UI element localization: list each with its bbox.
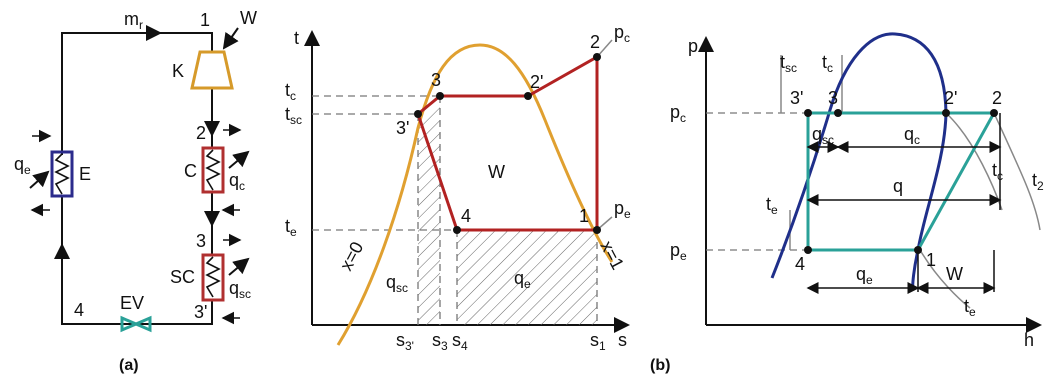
panel-a-schematic: mr 1 W K 2 C qc 3 SC qsc 3' 4 EV E qe (a… <box>14 8 257 374</box>
subcooler-coil <box>205 256 221 298</box>
evaporator-box <box>50 150 74 198</box>
loop-line <box>61 32 213 155</box>
ph-point-4-label: 4 <box>795 254 805 274</box>
s3-tick-label: s3 <box>432 330 448 353</box>
subcooler-label: SC <box>170 267 195 287</box>
ph-point-3p-label: 3' <box>790 88 803 108</box>
ts-cycle <box>416 54 599 232</box>
expansion-valve-symbol <box>120 315 140 333</box>
ts-guides <box>312 95 598 325</box>
te-label: te <box>285 216 297 239</box>
q-dim-label: q <box>893 176 903 196</box>
area-qe-label: qe <box>514 268 531 291</box>
area-qe <box>457 230 597 325</box>
ph-point-3-label: 3 <box>828 88 838 108</box>
point-3-label: 3 <box>196 231 206 251</box>
s1-tick-label: s1 <box>590 330 606 353</box>
pe-isobar-label: pe <box>614 198 631 221</box>
panel-ph-diagram: p h pc pe 3' 3 2' 2 4 1 tsc tc te tc t2 … <box>670 32 1044 350</box>
ph-y-axis-label: p <box>688 36 698 56</box>
subcooler-box <box>201 253 225 302</box>
te-bottom-isotherm-label: te <box>964 296 976 319</box>
ts-point-2p-label: 2' <box>530 72 543 92</box>
ph-guides <box>706 112 808 251</box>
evaporator-label: E <box>79 164 91 184</box>
condenser-box <box>201 146 225 194</box>
pc-isobar-label: pc <box>614 22 630 45</box>
ph-x-axis-label: h <box>1024 330 1034 350</box>
expansion-valve-symbol-2 <box>132 315 152 333</box>
ts-y-axis-label: t <box>294 28 299 48</box>
panel-ts-diagram: t s tc tsc te 3 3' 2' 2 4 1 pc pe W x=0 … <box>285 22 670 374</box>
caption-a: (a) <box>119 357 139 374</box>
qe-dim-label: qe <box>856 264 873 287</box>
tsc-label: tsc <box>285 104 302 127</box>
subcooler-heat-label: qsc <box>229 278 251 301</box>
compressor-symbol <box>190 50 234 90</box>
tsc-isotherm-label: tsc <box>780 52 797 75</box>
work-arrow <box>222 27 239 50</box>
ts-points <box>414 53 601 234</box>
qc-dim-label: qc <box>904 124 920 147</box>
compressor-label: K <box>172 61 184 81</box>
ts-point-1-label: 1 <box>579 206 589 226</box>
caption-b: (b) <box>650 357 670 374</box>
ph-point-2-label: 2 <box>992 88 1002 108</box>
evaporator-heat-label: qe <box>14 154 31 177</box>
point-1-label: 1 <box>200 10 210 30</box>
point-2-label: 2 <box>196 123 206 143</box>
ts-saturation-dome <box>336 43 614 346</box>
point-4-label: 4 <box>74 300 84 320</box>
ph-point-2p-label: 2' <box>944 88 957 108</box>
point-3p-label: 3' <box>194 302 207 322</box>
area-w-label: W <box>488 162 505 182</box>
tc-label: tc <box>285 80 296 103</box>
condenser-label: C <box>184 161 197 181</box>
w-dim-label: W <box>946 264 963 284</box>
condenser-heat-arrow <box>228 150 250 169</box>
te-isotherm-label: te <box>766 194 778 217</box>
condenser-coil <box>205 149 221 191</box>
ts-x-axis-label: s <box>618 330 627 350</box>
subcooler-heat-arrow <box>228 257 250 276</box>
ph-dimensions <box>806 113 1002 294</box>
s3p-tick-label: s3' <box>396 330 414 353</box>
ph-pe-label: pe <box>670 240 687 263</box>
qsc-dim-label: qsc <box>812 124 834 147</box>
ph-pc-label: pc <box>670 102 686 125</box>
ph-point-1-label: 1 <box>926 250 936 270</box>
mass-flow-label: mr <box>124 9 143 32</box>
tc-right-isotherm-label: tc <box>992 160 1003 183</box>
ts-point-3p-label: 3' <box>396 118 409 138</box>
tc-isotherm-label: tc <box>822 52 833 75</box>
ts-point-3-label: 3 <box>431 70 441 90</box>
condenser-heat-label: qc <box>229 170 245 193</box>
ts-point-4-label: 4 <box>461 206 471 226</box>
evaporator-heat-arrow <box>29 170 50 189</box>
s4-tick-label: s4 <box>452 330 468 353</box>
t2-isotherm-label: t2 <box>1032 170 1044 193</box>
work-label: W <box>240 8 257 28</box>
evaporator-coil <box>54 153 70 195</box>
area-qsc-label: qsc <box>386 272 408 295</box>
area-qsc <box>418 96 440 325</box>
x0-label: x=0 <box>336 238 368 273</box>
expansion-valve-label: EV <box>120 293 144 313</box>
ts-point-2-label: 2 <box>590 32 600 52</box>
